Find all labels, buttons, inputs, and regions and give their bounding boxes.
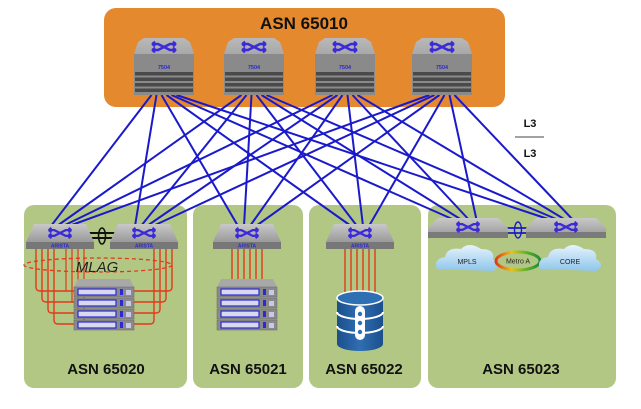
uplink <box>176 94 558 223</box>
svg-text:MPLS: MPLS <box>457 259 476 266</box>
spine-asn-title: ASN 65010 <box>260 14 348 33</box>
uplink <box>255 94 441 227</box>
server-unit <box>216 319 278 331</box>
server-stack-65020 <box>73 279 135 331</box>
access-link <box>134 249 155 325</box>
server-unit <box>73 308 135 320</box>
server-unit <box>216 308 278 320</box>
switch-brand-label: ARISTA <box>135 244 154 250</box>
switch-model-label: 7504 <box>339 65 352 71</box>
spine-switch-7504: 7504 <box>315 38 375 95</box>
server-unit <box>73 286 135 298</box>
uplink <box>165 94 352 227</box>
leaf-switch-65020-a: ARISTA <box>26 224 94 250</box>
uplink <box>368 94 446 227</box>
access-link <box>134 249 167 303</box>
server-unit <box>216 286 278 298</box>
spine-switches: 7504 7504 7504 7504 <box>134 38 472 95</box>
svg-text:CORE: CORE <box>560 259 581 266</box>
cloud-mpls: MPLS <box>436 245 498 271</box>
uplink <box>346 94 364 227</box>
uplink <box>266 94 564 223</box>
group-title-asn65023: ASN 65023 <box>482 361 560 378</box>
uplink <box>171 94 460 223</box>
switch-model-label: 7504 <box>248 65 261 71</box>
access-link <box>41 249 74 303</box>
mlag-label: MLAG <box>76 259 119 276</box>
group-title-asn65022: ASN 65022 <box>325 361 403 378</box>
cloud-core: CORE <box>539 245 601 271</box>
svg-text:Metro A: Metro A <box>506 259 530 266</box>
access-link <box>134 249 173 292</box>
group-asn65020: MLAG ARISTA ARISTA ASN 65020 <box>23 224 178 378</box>
port-channel-link <box>505 221 530 239</box>
uplink <box>62 94 333 227</box>
leaf-switch-65022: ARISTA <box>326 224 394 250</box>
uplink <box>255 94 358 227</box>
group-title-asn65020: ASN 65020 <box>67 361 145 378</box>
uplink <box>249 94 344 227</box>
legend-l3-bottom: L3 <box>524 148 537 160</box>
ring-metro-a: Metro A <box>494 250 542 272</box>
group-asn65023: MPLS Metro A CORE ASN 65023 <box>428 218 606 378</box>
switch-model-label: 7504 <box>158 65 171 71</box>
access-links-65021 <box>231 249 263 281</box>
server-unit <box>73 319 135 331</box>
edge-router-65023-b <box>526 218 606 238</box>
uplink <box>134 94 158 227</box>
database-icon <box>336 290 384 351</box>
uplink <box>50 94 153 227</box>
server-unit <box>73 297 135 309</box>
uplink <box>146 94 339 227</box>
access-link <box>35 249 74 292</box>
spine-switch-7504: 7504 <box>224 38 284 95</box>
leaf-switch-65021: ARISTA <box>213 224 281 250</box>
uplink <box>260 94 466 223</box>
uplink <box>140 94 248 227</box>
uplink <box>453 94 576 223</box>
access-link <box>53 249 74 325</box>
server-unit <box>216 297 278 309</box>
access-link <box>134 249 161 314</box>
edge-router-65023-a <box>428 218 508 238</box>
group-asn65022: ARISTA ASN 65022 <box>325 224 403 378</box>
switch-brand-label: ARISTA <box>351 244 370 250</box>
switch-brand-label: ARISTA <box>238 244 257 250</box>
uplink <box>68 94 430 227</box>
spine-switch-7504: 7504 <box>134 38 194 95</box>
spine-leaf-links <box>50 94 576 227</box>
group-asn65021: ARISTA ASN 65021 <box>209 224 287 378</box>
spine-asn-box <box>104 8 505 107</box>
uplink <box>152 94 435 227</box>
access-link <box>47 249 74 314</box>
uplink <box>448 94 478 223</box>
server-stack-65021 <box>216 279 278 331</box>
switch-brand-label: ARISTA <box>51 244 70 250</box>
spine-switch-7504: 7504 <box>412 38 472 95</box>
uplink <box>56 94 243 227</box>
switch-model-label: 7504 <box>436 65 449 71</box>
group-title-asn65021: ASN 65021 <box>209 361 287 378</box>
legend-l3-top: L3 <box>524 118 537 130</box>
leaf-switch-65020-b: ARISTA <box>110 224 178 250</box>
access-links-65022 <box>344 249 376 296</box>
